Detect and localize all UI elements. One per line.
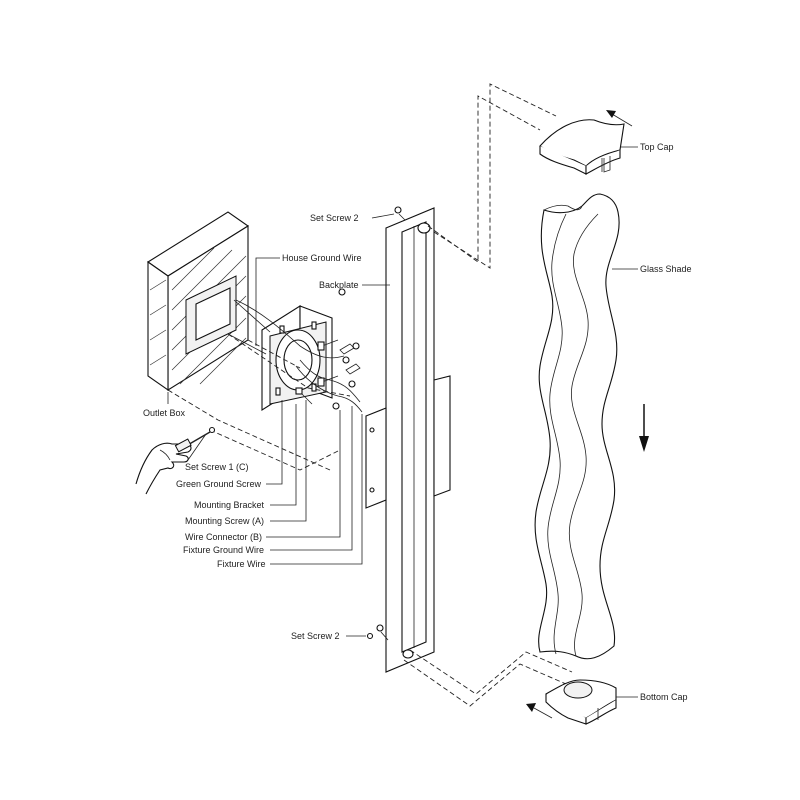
label-mounting-bracket: Mounting Bracket xyxy=(194,500,265,510)
label-mounting-screw: Mounting Screw (A) xyxy=(185,516,264,526)
label-set-screw-1: Set Screw 1 (C) xyxy=(185,462,249,472)
labels: Top Cap Glass Shade Bottom Cap Set Screw… xyxy=(143,142,692,702)
arrow-top-cap xyxy=(606,110,633,127)
label-green-ground-screw: Green Ground Screw xyxy=(176,479,262,489)
label-set-screw-bottom: Set Screw 2 xyxy=(291,631,340,641)
alignment-lines-caps xyxy=(403,83,573,707)
mounting-screws xyxy=(295,288,360,410)
label-bottom-cap: Bottom Cap xyxy=(640,692,688,702)
set-screws-backplate xyxy=(366,206,406,641)
label-wire-connector: Wire Connector (B) xyxy=(185,532,262,542)
mounting-bracket xyxy=(227,299,333,411)
label-fixture-wire: Fixture Wire xyxy=(217,559,266,569)
leader-lines xyxy=(167,146,638,698)
label-set-screw-top: Set Screw 2 xyxy=(310,213,359,223)
arrow-bottom-cap xyxy=(526,703,553,719)
label-backplate: Backplate xyxy=(319,280,359,290)
bottom-cap xyxy=(545,679,617,725)
label-fixture-ground-wire: Fixture Ground Wire xyxy=(183,545,264,555)
glass-shade xyxy=(534,193,620,660)
label-glass-shade: Glass Shade xyxy=(640,264,692,274)
outlet-box xyxy=(147,211,249,392)
label-house-ground-wire: House Ground Wire xyxy=(282,253,362,263)
arrow-down xyxy=(639,404,649,452)
alignment-lines-left xyxy=(167,333,351,471)
hand-with-screwdriver xyxy=(135,426,216,495)
label-outlet-box: Outlet Box xyxy=(143,408,186,418)
backplate xyxy=(365,207,451,673)
top-cap xyxy=(539,119,625,175)
label-top-cap: Top Cap xyxy=(640,142,674,152)
